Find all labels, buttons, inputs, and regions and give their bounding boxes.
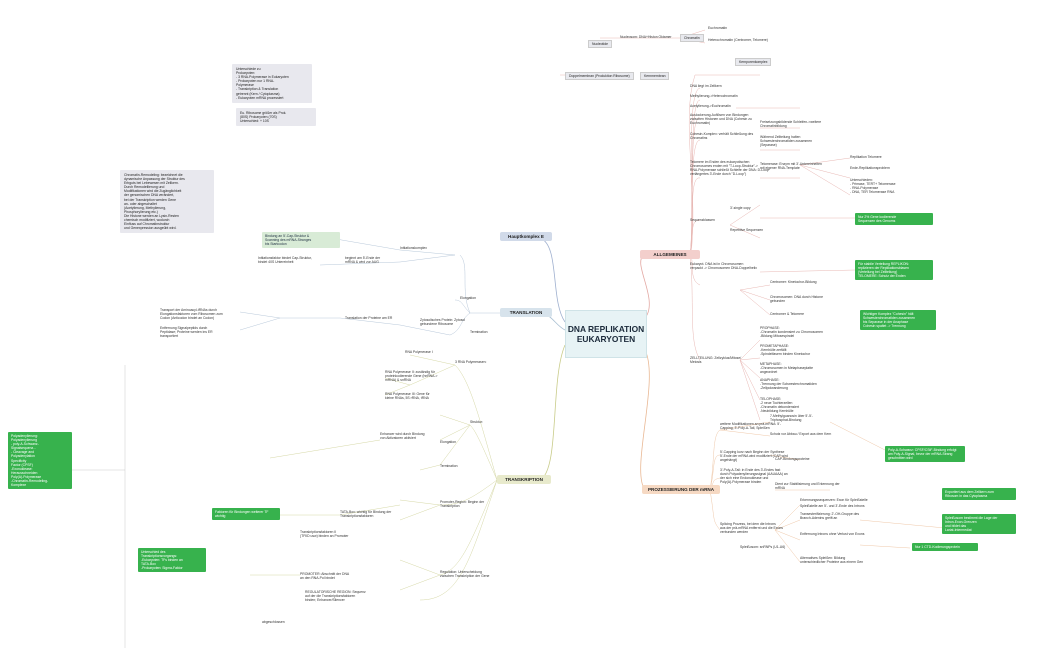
trans-item-5[interactable]: Entfernung Signalpeptids durch Peptidase… (160, 326, 213, 339)
trsk-item-9[interactable]: Promoter-Region: Beginn der Transkriptio… (440, 500, 485, 509)
allg-sub-1[interactable]: Freisetzungsbildende Schleifen->weitere … (760, 120, 822, 129)
allg-sub-5[interactable]: Repetitive Sequenzen (730, 228, 764, 232)
trsk-item-1[interactable]: 3 RNA Polymerasen: (455, 360, 487, 364)
trsk-item-10[interactable]: TATA-Box: wichtig für Bindung der Transk… (340, 510, 392, 519)
central-topic-label: DNA REPLIKATION EUKARYOTEN (567, 324, 645, 344)
node-nucleotide[interactable]: Nucleotide (588, 40, 613, 49)
proz-item-2[interactable]: 5'-Capping kurz nach Beginn der Synthese… (720, 450, 788, 463)
proz-sub-6[interactable]: Spleißstelle am 5'- und 3'-Ende des Intr… (800, 504, 865, 508)
allg-phase-metaphase[interactable]: METAPHASE: -Chromosomen in Metaphaseplat… (760, 362, 813, 375)
branch-prozessierung[interactable]: PROZESSIERUNG DER mRNA (642, 485, 720, 494)
proz-green-polya[interactable]: Poly-A-Schwanz: CPSF/CStF-Bindung erfolg… (885, 446, 965, 463)
allg-item-1[interactable]: DNA liegt im Zellkern (690, 84, 722, 88)
branch-allgemeines[interactable]: ALLGEMEINES (640, 250, 700, 259)
allg-item-6[interactable]: Telomere im Enden des eukaryotischen Chr… (690, 160, 769, 177)
proz-item-3[interactable]: 3'-Poly-A-Tail: in Ende des 3'-Endes fas… (720, 468, 788, 485)
note-ribosome[interactable]: Eu. Ribosome größer als Prok. (80S) Prok… (236, 108, 316, 127)
branch-to-transkription (539, 344, 566, 481)
trans-item-6[interactable]: Initiationsfaktor bindet Cap-Struktur, b… (258, 256, 312, 265)
branch-transkription[interactable]: TRANSKRIPTION (497, 475, 551, 484)
allg-item-9[interactable]: ZELLTEILUNG: Zellzyklus/Mitose/ Meiosis (690, 356, 742, 365)
trans-item-9[interactable]: Zytosolisches Protein: Zytosol gebundene… (420, 318, 466, 327)
allg-sub-2[interactable]: Während Zellteilung halten Schwesterchro… (760, 135, 813, 148)
branch-translation[interactable]: TRANSLATION (500, 308, 552, 317)
trans-item-8[interactable]: Translation der Proteine am ER (345, 316, 393, 320)
allg-sub-4[interactable]: 3'-single copy (730, 206, 751, 210)
allg-item-7[interactable]: Sequenzklassen (690, 218, 715, 222)
proz-item-5[interactable]: Spleißosom: snRNPs (U1-U6) (740, 545, 786, 549)
trsk-item-13[interactable]: PROMOTER: Abschnitt der DNA an den RNA-P… (300, 572, 350, 581)
proz-sub-2[interactable]: Schutz vor Abbau / Export aus dem Kern (770, 432, 832, 436)
node-heterochromatin[interactable]: Heterochromatin (Centromer, Telomere) (708, 38, 768, 42)
allg-right-2[interactable]: Ende-Replikationsproblem (850, 166, 890, 170)
allg-phase-telophase[interactable]: TELOPHASE: -2 neue Tochterzellen -Chroma… (760, 397, 800, 414)
trsk-item-4[interactable]: RNA Polymerase III: Gene für kleine RNAs… (385, 392, 430, 401)
proz-sub-8[interactable]: Entfernung Introns ohne Verlust von Exon… (800, 532, 865, 536)
allg-item-3[interactable]: Acetylierung->Euchromatin (690, 104, 731, 108)
trsk-item-8[interactable]: Termination (440, 464, 458, 468)
proz-sub-9[interactable]: Alternatives Spleißen: Bildung unterschi… (800, 556, 864, 565)
trsk-item-11[interactable]: Regulation: Unterscheidung zwischen Tran… (440, 570, 490, 579)
allg-sub-3[interactable]: Telomerase: Enzym mit 3'-Untereinheiten … (760, 162, 822, 171)
proz-sub-3[interactable]: CAP-Bindungsproteine (775, 457, 810, 461)
proz-item-1[interactable]: weitere Modifikationen an prä-mRNA: 5'- … (720, 422, 781, 431)
allg-phase-prophase[interactable]: PROPHASE: -Chromatin kondensiert zu Chro… (760, 326, 823, 339)
trans-item-7[interactable]: beginnt am 5'-Ende der mRNA & wird zur A… (345, 256, 381, 265)
node-kernmembran[interactable]: Kernmembran (640, 72, 670, 81)
allg-item-2[interactable]: Methylierung->Heterochromatin (690, 94, 738, 98)
node-nucleosom[interactable]: Nucleosom: DNA+Histon Oktamer (620, 35, 672, 39)
trans-item-2[interactable]: Elongation (460, 296, 477, 300)
note-unterschiede[interactable]: Unterschiede zu Prokaryoten: - 3 RNA-Pol… (232, 64, 312, 103)
allg-item-8[interactable]: Eukaryot. DNA ist in Chromosomen verpack… (690, 262, 757, 271)
trans-item-3[interactable]: Termination (470, 330, 488, 334)
proz-item-4[interactable]: Splicing Prozess, bei dem die Introns au… (720, 522, 783, 535)
branch-to-hauptkomplex (539, 237, 566, 323)
central-topic[interactable]: DNA REPLIKATION EUKARYOTEN (565, 310, 647, 358)
note-green-polyadenylierung[interactable]: Polyadenylierung: Polyadenylierung - pol… (8, 432, 72, 490)
branch-to-prozessierung (640, 349, 650, 491)
proz-sub-5[interactable]: Erkennungssequenzen: Exon für Spleißstel… (800, 498, 868, 502)
trsk-green-faktoren[interactable]: Faktoren für Bindungen weiterer TF wicht… (212, 508, 280, 521)
node-euchromatin[interactable]: Euchromatin (708, 26, 728, 30)
trans-item-1[interactable]: Initiationskomplex (400, 246, 427, 250)
allg-sub-6[interactable]: Centromer: Kinetochor-Bildung (770, 280, 817, 284)
allg-phase-prometaphase[interactable]: PROMETAPHASE: -Kernhülle zerfällt -Spind… (760, 344, 811, 357)
trsk-item-15[interactable]: abgeschlossen (262, 620, 285, 624)
allg-sub-7[interactable]: Chromosomen: DNA durch Histone gebunden (770, 295, 823, 304)
proz-green-export[interactable]: Exportiert aus dem Zellkern zum Ribosom … (942, 488, 1016, 501)
trans-item-4[interactable]: Transport der Aminoacyl-tRNAs durch Elon… (160, 308, 223, 321)
trsk-item-7[interactable]: Elongation (440, 440, 457, 444)
trsk-item-5[interactable]: Struktur: (470, 420, 483, 424)
branch-hauptkomplex[interactable]: Hauptkomplex E (500, 232, 552, 241)
proz-green-spleissosom[interactable]: Spleißosom bestimmt die Lage der Intron-… (942, 514, 1016, 535)
trsk-item-3[interactable]: RNA Polymerase II: zuständig für protein… (385, 370, 438, 383)
trans-note-cap[interactable]: Bindung an 5'-Cap-Struktur & Scanning de… (262, 232, 340, 249)
allg-phase-anaphase[interactable]: ANAPHASE: -Trennung der Schwesterchromat… (760, 378, 817, 391)
allg-sub-8[interactable]: Centromer & Telomere (770, 312, 805, 316)
trsk-item-12[interactable]: Transkriptionsfaktoren II (TFIID usw) bi… (300, 530, 349, 539)
proz-sub-1[interactable]: 7-Methylguanosin über 5'-5'- Triphosphat… (770, 414, 813, 423)
allg-right-1[interactable]: Replikation Telomere (850, 155, 882, 159)
trsk-item-14[interactable]: REGULATORISCHE REGION: Sequenz auf der d… (305, 590, 366, 603)
proz-sub-4[interactable]: Dient zur Stabilisierung und Erkennung d… (775, 482, 840, 491)
branch-to-allgemeines (640, 254, 650, 319)
trsk-item-6[interactable]: Enhancer wird durch Bindung von Aktivato… (380, 432, 425, 441)
proz-green-ctd[interactable]: Nur 1 CTD-Kodierungsprotein (912, 543, 978, 552)
note-green-replikon[interactable]: Für stabile Verteilung REPLIKON: replizi… (855, 260, 933, 281)
allg-right-3[interactable]: Unterschieden: - Primase, TERT+ Telomera… (850, 178, 896, 195)
proz-sub-7[interactable]: Transesterifizierung: 2'-OH-Gruppe des B… (800, 512, 860, 521)
allg-item-5[interactable]: Cohesin-Komplex: verhält Schließung des … (690, 132, 754, 141)
note-green-cohesin[interactable]: Wichtiger Komplex "Cohesin" hält Schwest… (860, 310, 936, 331)
trsk-item-2[interactable]: RNA Polymerase I (405, 350, 433, 354)
node-ribosom[interactable]: Doppelmembran (Produktion Ribosome) (565, 72, 634, 81)
trsk-green-unterschied[interactable]: Unterschied des Transkriptionsvorgangs: … (138, 548, 206, 573)
note-chromatin-remodeling[interactable]: Chromatin-Remodeling: bezeichnet die dyn… (120, 170, 214, 234)
allg-item-4[interactable]: Auslockerung-Auflösen von Bindungen zwis… (690, 113, 752, 126)
node-kernporen[interactable]: Kernporenkomplex (735, 58, 772, 67)
node-chromatin[interactable]: Chromatin (680, 34, 704, 43)
note-green-genom[interactable]: Nur 2% Gene kodierende Sequenzen des Gen… (855, 213, 933, 226)
